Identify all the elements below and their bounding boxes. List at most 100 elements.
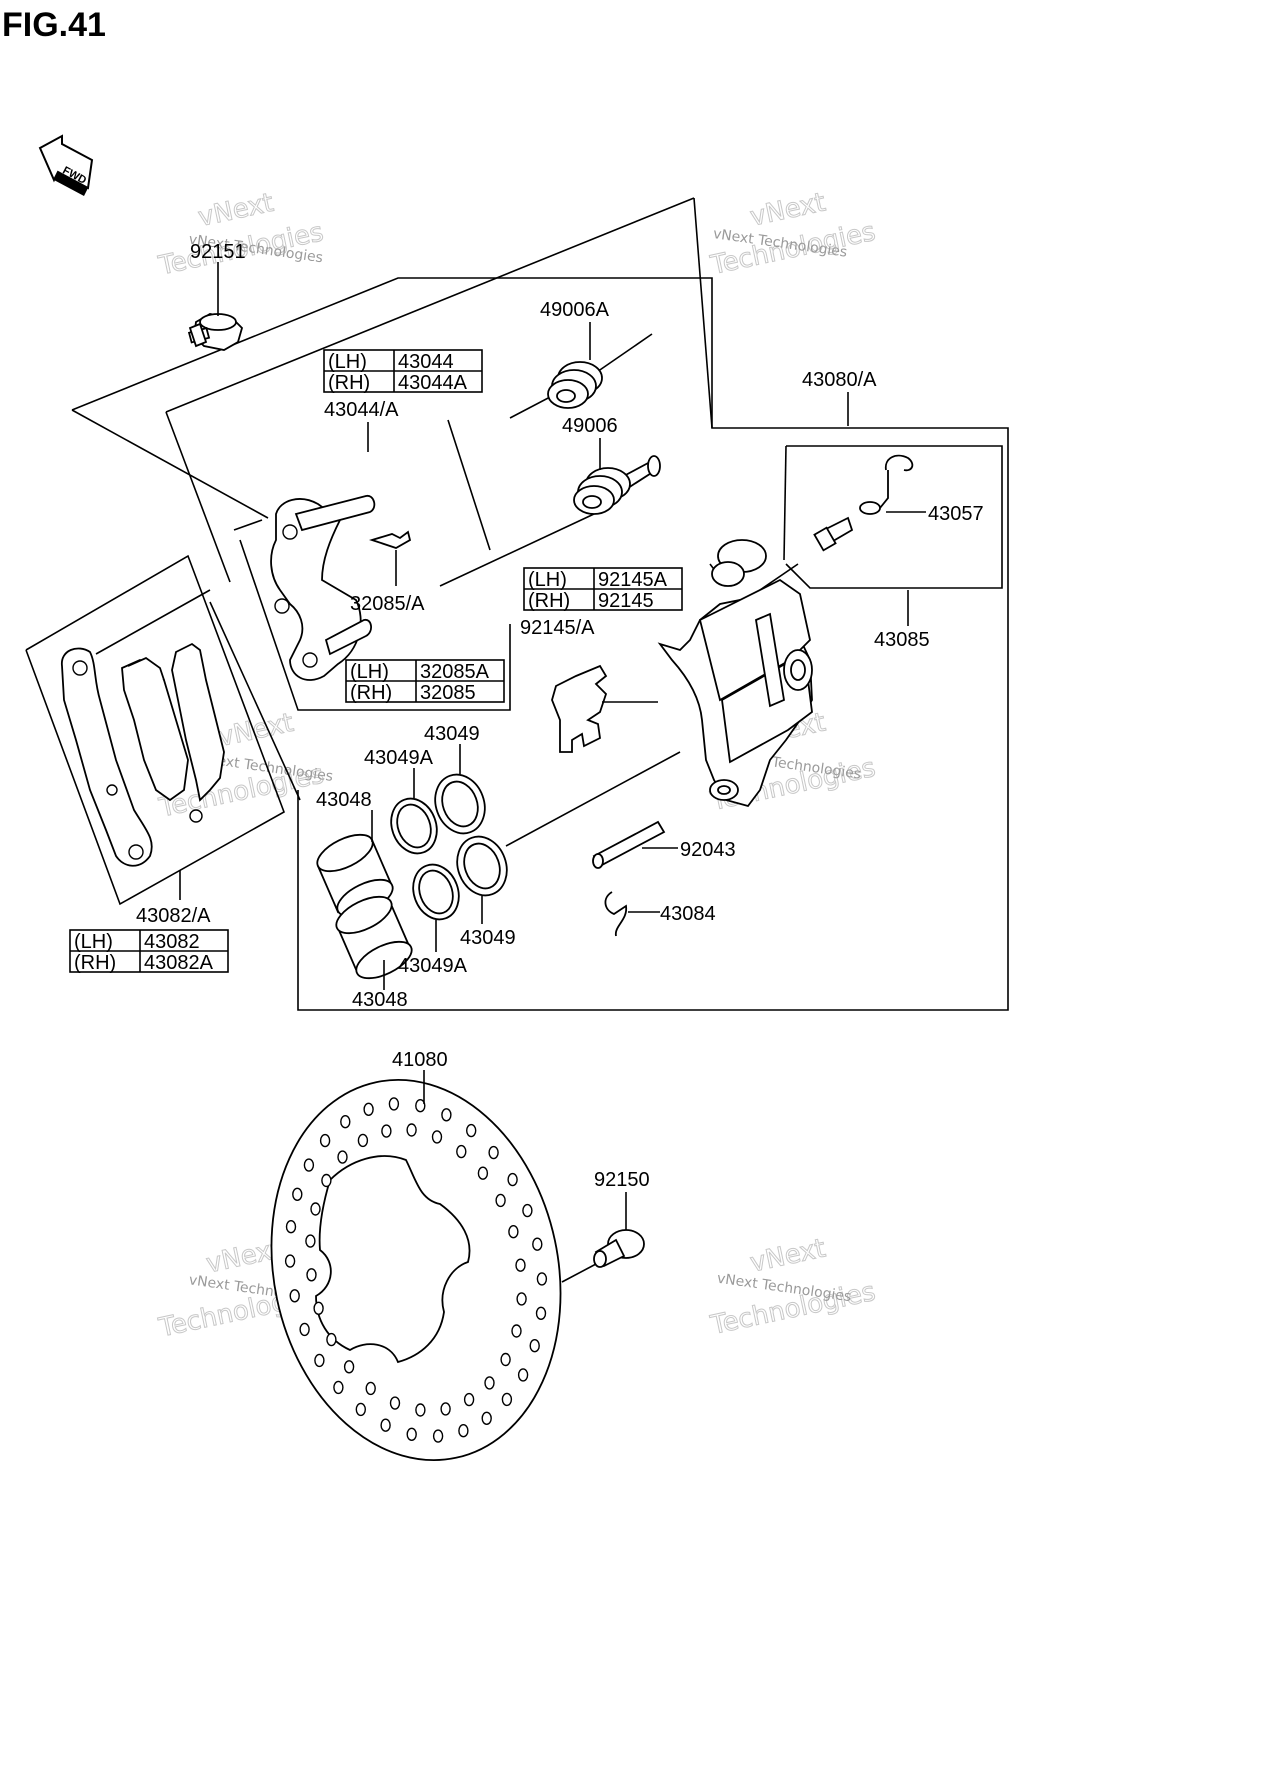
- label-32085A: 32085/A: [350, 593, 425, 615]
- disc-hole: [441, 1108, 452, 1122]
- disc-hole: [458, 1423, 469, 1438]
- disc-hole: [314, 1353, 325, 1368]
- disc-hole: [321, 1173, 332, 1188]
- bolt-92151: [187, 262, 244, 351]
- disc-hole: [477, 1166, 489, 1180]
- disc-hole: [340, 1114, 351, 1129]
- disc-hole: [440, 1402, 451, 1416]
- seal-43049A-bottom: [412, 863, 460, 921]
- disc-hole: [481, 1411, 492, 1426]
- disc-hole: [495, 1193, 506, 1208]
- brake-disc-41080: [270, 1078, 562, 1462]
- watermark-top-left: vNext Technologies vNext Technologies: [155, 187, 327, 282]
- watermark-top-right: vNext Technologies vNext Technologies: [707, 187, 879, 282]
- disc-hole: [511, 1324, 522, 1338]
- disc-hole: [522, 1203, 533, 1218]
- disc-hole: [326, 1332, 337, 1347]
- label-43044A: 43044/A: [324, 399, 399, 421]
- fwd-arrow-icon: FWD: [38, 134, 94, 196]
- label-43048-bottom: 43048: [352, 989, 408, 1011]
- label-43049-top: 43049: [424, 723, 480, 745]
- table-32085: (LH) 32085A (RH) 32085: [345, 659, 505, 704]
- svg-text:(RH): (RH): [528, 590, 570, 612]
- svg-text:32085A: 32085A: [420, 661, 490, 683]
- disc-hole: [484, 1376, 495, 1390]
- disc-hole: [313, 1301, 324, 1316]
- disc-hole: [337, 1150, 348, 1164]
- disc-hole: [306, 1268, 317, 1282]
- disc-hole: [333, 1380, 344, 1395]
- svg-text:92145: 92145: [598, 590, 654, 612]
- seal-43049A-top: [390, 797, 438, 855]
- disc-hole: [501, 1392, 513, 1407]
- pad-43082-b: [171, 642, 225, 823]
- table-92145: (LH) 92145A (RH) 92145: [523, 567, 683, 612]
- label-49006A: 49006A: [540, 299, 610, 321]
- svg-text:(LH): (LH): [328, 351, 367, 373]
- label-43085: 43085: [874, 629, 930, 651]
- svg-text:vNext: vNext: [196, 188, 277, 233]
- svg-text:92145A: 92145A: [598, 569, 668, 591]
- bolt-92150: [561, 1192, 645, 1283]
- svg-text:(LH): (LH): [528, 569, 567, 591]
- svg-text:vNext: vNext: [216, 708, 297, 753]
- pad-43082-a: [121, 656, 189, 802]
- disc-hole: [432, 1429, 444, 1443]
- disc-hole: [285, 1219, 297, 1234]
- clip-43084: [604, 891, 660, 937]
- label-43049A-top: 43049A: [364, 747, 434, 769]
- disc-hole: [363, 1102, 374, 1117]
- pad-plate-43082: [61, 647, 153, 867]
- disc-hole: [516, 1292, 527, 1306]
- label-92145A: 92145/A: [520, 617, 595, 639]
- disc-hole: [310, 1202, 321, 1216]
- disc-hole: [456, 1144, 467, 1159]
- svg-text:(LH): (LH): [350, 661, 389, 683]
- label-92150: 92150: [594, 1169, 650, 1191]
- svg-text:(LH): (LH): [74, 931, 113, 953]
- table-43082: (LH) 43082 (RH) 43082A: [69, 929, 229, 974]
- svg-text:(RH): (RH): [328, 372, 370, 394]
- label-43084: 43084: [660, 903, 716, 925]
- disc-hole: [500, 1352, 511, 1367]
- disc-hole: [517, 1368, 529, 1382]
- disc-hole: [365, 1381, 376, 1396]
- label-49006: 49006: [562, 415, 618, 437]
- disc-hole: [406, 1427, 417, 1442]
- figure-title: FIG.41: [2, 6, 106, 44]
- disc-hole: [305, 1234, 316, 1248]
- caliper-body-43080: [657, 539, 813, 808]
- bracket-43044: [270, 495, 376, 681]
- label-43048-top: 43048: [316, 789, 372, 811]
- disc-hole: [488, 1145, 499, 1160]
- svg-text:43044A: 43044A: [398, 372, 468, 394]
- svg-text:43082: 43082: [144, 931, 200, 953]
- disc-hole: [535, 1306, 547, 1321]
- disc-hole: [466, 1123, 477, 1138]
- disc-hole: [292, 1187, 303, 1202]
- disc-hole: [515, 1258, 526, 1272]
- disc-hole: [507, 1172, 518, 1187]
- disc-hole: [299, 1322, 310, 1337]
- seal-43049-top: [434, 773, 486, 835]
- disc-hole: [463, 1392, 475, 1407]
- label-43049-bottom: 43049: [460, 927, 516, 949]
- disc-hole: [431, 1130, 443, 1144]
- pin-92043: [592, 820, 678, 869]
- svg-text:43082A: 43082A: [144, 952, 214, 974]
- disc-hole: [343, 1360, 355, 1374]
- svg-text:32085: 32085: [420, 682, 476, 704]
- watermark-bottom-right: vNext Technologies vNext Technologies: [707, 1233, 879, 1342]
- disc-hole: [355, 1402, 366, 1417]
- disc-hole: [532, 1237, 543, 1251]
- disc-hole: [381, 1124, 392, 1138]
- boot-49006: [573, 455, 661, 515]
- svg-text:vNext: vNext: [748, 1233, 829, 1278]
- disc-hole: [319, 1133, 331, 1148]
- seal-43049-bottom: [456, 835, 508, 897]
- disc-hole: [380, 1418, 391, 1432]
- disc-hole: [303, 1158, 315, 1172]
- svg-text:vNext: vNext: [748, 187, 829, 232]
- disc-hole: [406, 1123, 417, 1137]
- spring-92145: [551, 664, 658, 753]
